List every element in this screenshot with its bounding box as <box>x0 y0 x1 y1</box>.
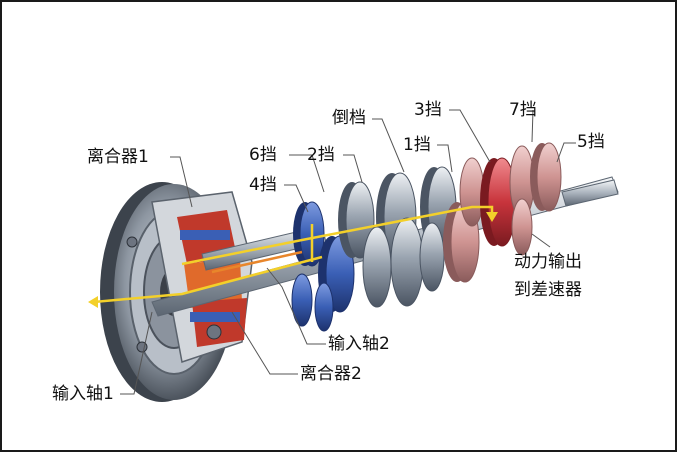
label-power-output-line2: 到差速器 <box>514 280 582 300</box>
label-gear-7: 7挡 <box>509 100 537 120</box>
clutch-drum <box>100 182 253 402</box>
label-gear-3: 3挡 <box>414 100 442 120</box>
label-reverse-gear: 倒档 <box>332 108 366 128</box>
gear-blue-6 <box>293 201 325 267</box>
label-clutch-2: 离合器2 <box>300 364 362 384</box>
leader-lines <box>120 109 576 395</box>
label-input-shaft-1: 输入轴1 <box>52 384 114 404</box>
gear-red-7 <box>480 145 535 247</box>
label-gear-6: 6挡 <box>249 145 277 165</box>
power-flow-lines <box>88 205 498 308</box>
label-gear-1: 1挡 <box>403 135 431 155</box>
label-gear-4: 4挡 <box>249 175 277 195</box>
gear-steel-reverse <box>362 172 424 308</box>
label-power-output-line1: 动力输出 <box>514 252 582 272</box>
gear-blue-4 <box>291 235 355 332</box>
label-gear-5: 5挡 <box>577 132 605 152</box>
label-clutch-1: 离合器1 <box>87 147 149 167</box>
label-gear-2: 2挡 <box>307 145 335 165</box>
label-input-shaft-2: 输入轴2 <box>328 334 390 354</box>
gear-pink-5 <box>511 142 562 256</box>
